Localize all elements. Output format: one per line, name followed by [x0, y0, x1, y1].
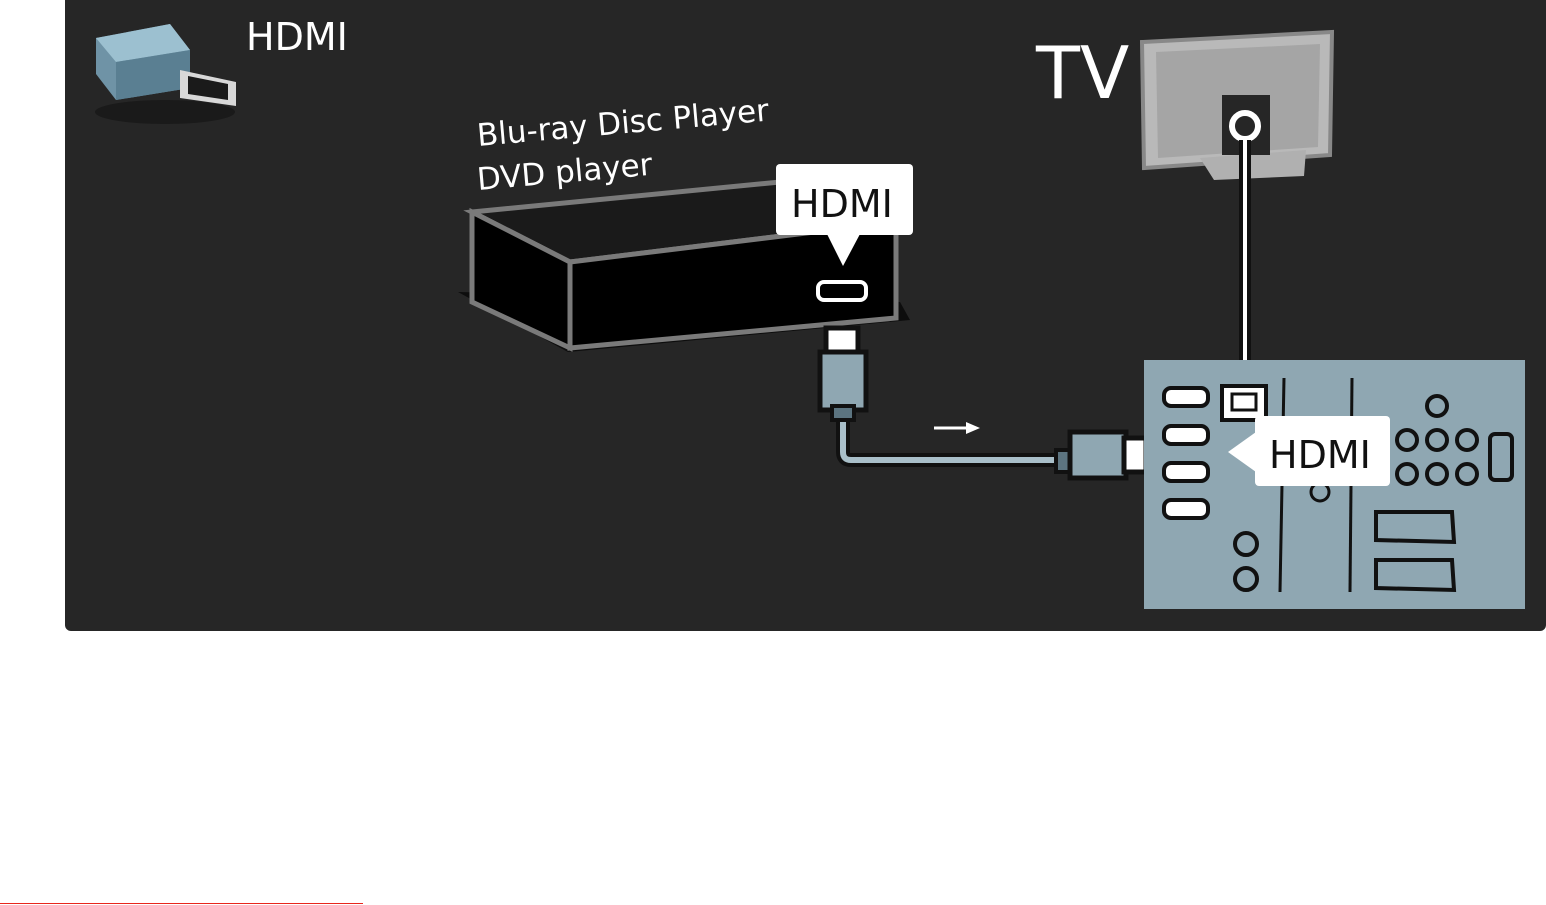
- player-label-line1: Blu-ray Disc Player: [476, 93, 771, 154]
- hdmi-connector-icon: [95, 24, 236, 124]
- tv-monitor-icon: [1142, 32, 1332, 180]
- footer-divider: [0, 903, 363, 904]
- player-hdmi-callout-text: HDMI: [791, 182, 893, 226]
- legend-hdmi-label: HDMI: [246, 15, 348, 59]
- signal-direction-arrow-icon: [934, 422, 980, 434]
- network-port-icon: [1222, 386, 1266, 420]
- tv-hdmi-callout-text: HDMI: [1269, 433, 1371, 477]
- player-label-line2: DVD player: [476, 147, 654, 198]
- hdmi-cable: [820, 328, 1146, 478]
- tv-label: TV: [1035, 31, 1129, 115]
